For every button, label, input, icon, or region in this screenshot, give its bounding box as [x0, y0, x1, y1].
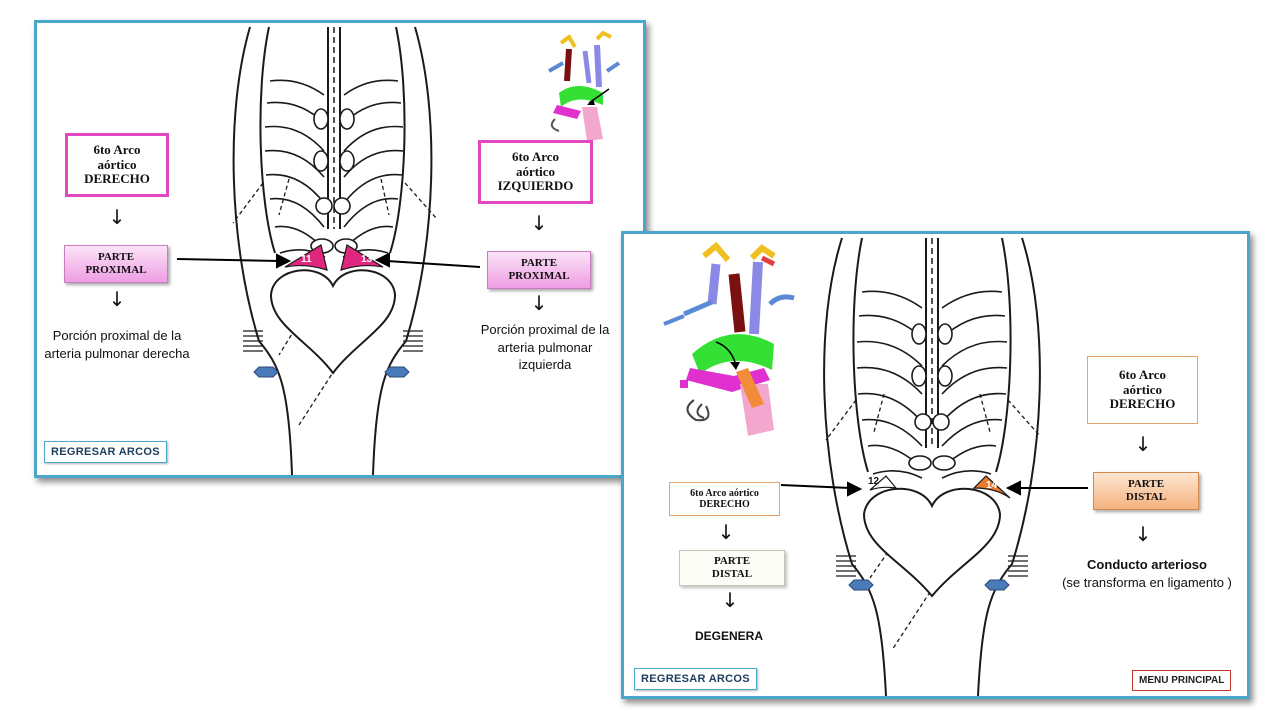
right-desc-line2: arteria pulmonar [497, 339, 593, 355]
left-arch-line3: DERECHO [84, 171, 150, 187]
down-arrow-icon: ↓ [721, 588, 739, 612]
right-part-box: PARTE DISTAL [1093, 472, 1199, 510]
right-part-line1: PARTE [520, 257, 558, 270]
left-arch-line1: 6to Arco aórtico [690, 487, 759, 499]
left-part-line1: PARTE [713, 555, 751, 568]
down-arrow-icon: ↓ [717, 520, 735, 544]
down-arrow-icon: ↓ [1134, 522, 1152, 546]
right-arch-line2: aórtico [516, 163, 555, 179]
embryo-arches-diagram: 11 13 [176, 26, 621, 475]
right-description: Conducto arterioso (se transforma en lig… [1049, 556, 1245, 591]
left-arch-box: 6to Arco aórtico DERECHO [669, 482, 780, 516]
down-arrow-icon: ↓ [108, 287, 126, 311]
left-description: Porción proximal de la arteria pulmonar … [37, 327, 197, 362]
right-arch-line1: 6to Arco [1118, 366, 1167, 382]
right-part-box: PARTE PROXIMAL [487, 251, 591, 289]
right-arch-line3: DERECHO [1109, 396, 1176, 412]
left-arch-line2: aórtico [97, 156, 137, 172]
left-part-box: PARTE DISTAL [679, 550, 785, 586]
right-part-line2: PROXIMAL [508, 270, 570, 282]
segment-14-label: 14 [986, 480, 998, 491]
down-arrow-icon: ↓ [1134, 432, 1152, 456]
left-arch-box: 6to Arco aórtico DERECHO [65, 133, 169, 197]
left-description: DEGENERA [694, 629, 763, 643]
right-arch-box: 6to Arco aórtico DERECHO [1087, 356, 1198, 424]
right-part-line2: DISTAL [1125, 491, 1167, 503]
right-arch-box: 6to Arco aórtico IZQUIERDO [478, 140, 593, 204]
right-arch-line3: IZQUIERDO [497, 178, 574, 194]
left-part-line2: DISTAL [711, 568, 753, 580]
segment-11-label: 11 [301, 254, 312, 265]
left-arch-line1: 6to Arco [93, 141, 141, 157]
left-part-line1: PARTE [97, 251, 135, 264]
right-arch-line1: 6to Arco [511, 148, 560, 164]
left-part-line2: PROXIMAL [85, 264, 147, 276]
right-description: Porción proximal de la arteria pulmonar … [465, 321, 625, 374]
down-arrow-icon: ↓ [530, 291, 548, 315]
segment-12-label: 12 [868, 476, 880, 487]
slide-proximal: 11 13 [34, 20, 646, 478]
back-to-arches-button[interactable]: REGRESAR ARCOS [44, 441, 167, 463]
right-part-line1: PARTE [1127, 478, 1165, 491]
aortic-arch-model-icon [663, 241, 795, 436]
left-arch-line2: DERECHO [699, 499, 750, 510]
left-part-box: PARTE PROXIMAL [64, 245, 168, 283]
left-desc-line1: Porción proximal de la [52, 328, 182, 343]
embryo-arches-diagram: 12 14 [663, 237, 1088, 696]
right-desc-line2: (se transforma en ligamento ) [1062, 574, 1232, 590]
right-arch-line2: aórtico [1123, 381, 1162, 397]
down-arrow-icon: ↓ [108, 205, 126, 229]
down-arrow-icon: ↓ [530, 211, 548, 235]
right-desc-line3: izquierda [518, 357, 572, 373]
segment-13-label: 13 [361, 254, 373, 265]
right-desc-line1: Conducto arterioso [1087, 557, 1207, 572]
back-to-arches-button[interactable]: REGRESAR ARCOS [634, 668, 757, 690]
aortic-arch-model-icon [548, 30, 621, 141]
slide-distal: 12 14 [621, 231, 1250, 699]
main-menu-button[interactable]: MENU PRINCIPAL [1132, 670, 1232, 691]
right-desc-line1: Porción proximal de la [480, 322, 610, 337]
left-desc-line2: arteria pulmonar derecha [44, 345, 190, 361]
